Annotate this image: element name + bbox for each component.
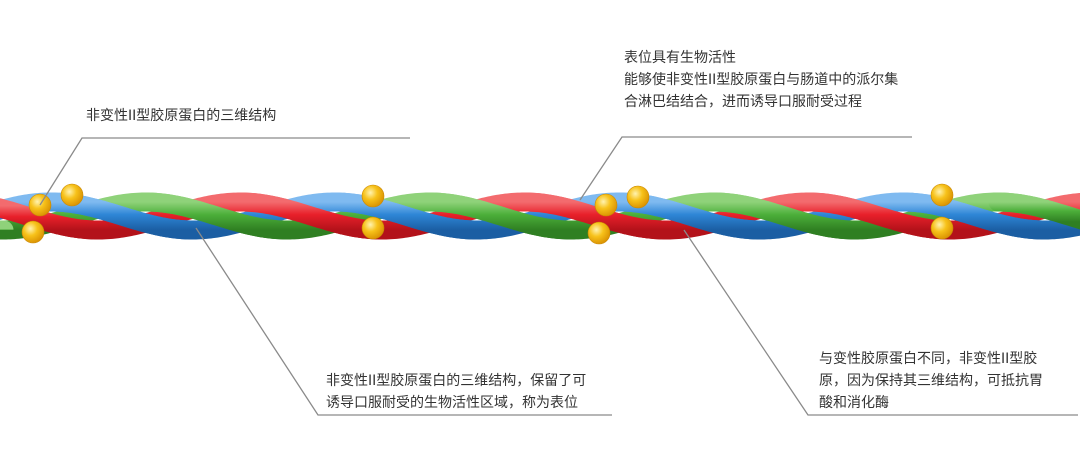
callout-epitope-bioactivity: 表位具有生物活性能够使非变性II型胶原蛋白与肠道中的派尔集合淋巴结结合，进而诱导… (624, 47, 898, 113)
epitope-bead (595, 194, 617, 216)
epitope-bead (931, 217, 953, 239)
callout-text-line: 酸和消化酶 (819, 392, 1043, 414)
callout-3d-structure: 非变性II型胶原蛋白的三维结构 (86, 105, 276, 127)
green-strand-front-segment (0, 229, 4, 230)
callout-text-line: 能够使非变性II型胶原蛋白与肠道中的派尔集 (624, 69, 898, 91)
callout-digestion-resistance: 与变性胶原蛋白不同，非变性II型胶原，因为保持其三维结构，可抵抗胃酸和消化酶 (819, 348, 1043, 414)
epitope-bead (22, 221, 44, 243)
callout-text-line: 合淋巴结结合，进而诱导口服耐受过程 (624, 91, 898, 113)
epitope-bead (588, 222, 610, 244)
callout-epitope-definition: 非变性II型胶原蛋白的三维结构，保留了可诱导口服耐受的生物活性区域，称为表位 (326, 370, 586, 414)
callout-text-line: 原，因为保持其三维结构，可抵抗胃 (819, 370, 1043, 392)
callout-text-line: 表位具有生物活性 (624, 47, 898, 69)
callout-text-line: 与变性胶原蛋白不同，非变性II型胶 (819, 348, 1043, 370)
callout-text-line: 非变性II型胶原蛋白的三维结构 (86, 105, 276, 127)
epitope-bead (61, 184, 83, 206)
epitope-bead (931, 184, 953, 206)
callout-text-line: 非变性II型胶原蛋白的三维结构，保留了可 (326, 370, 586, 392)
epitope-bead (362, 185, 384, 207)
callout-text-line: 诱导口服耐受的生物活性区域，称为表位 (326, 392, 586, 414)
epitope-bead (362, 217, 384, 239)
epitope-bead (627, 186, 649, 208)
